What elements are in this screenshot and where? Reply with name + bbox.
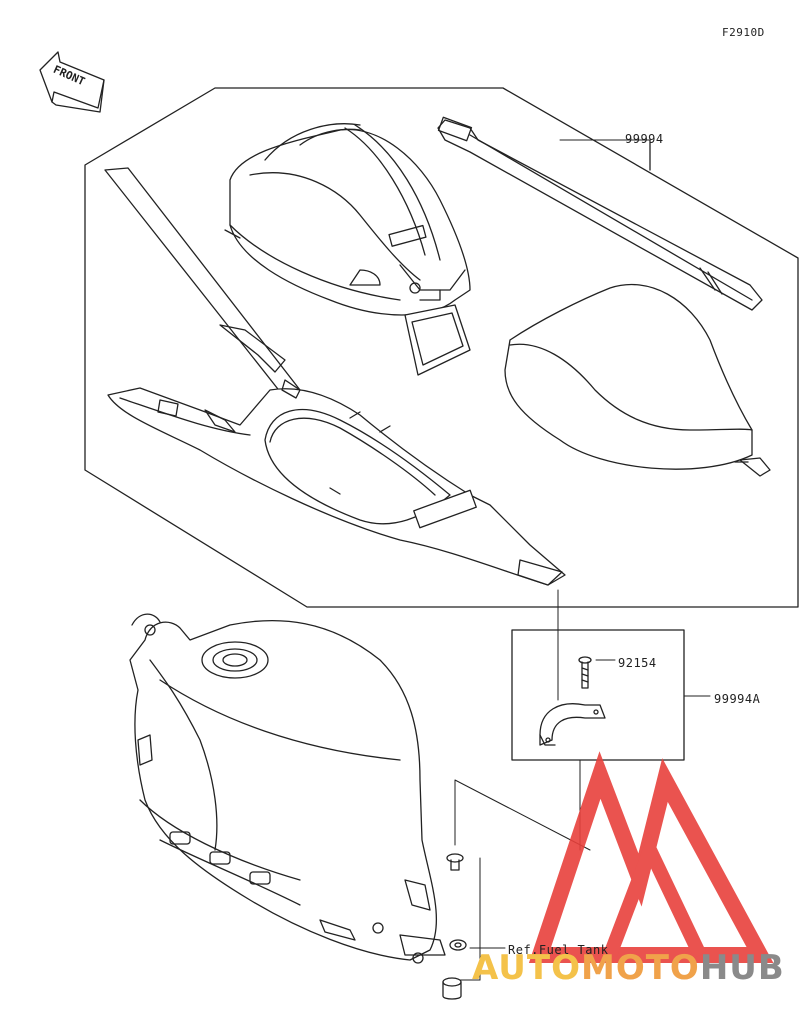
grommet-top [446, 853, 464, 871]
part-number-bolt: 92154 [618, 656, 657, 670]
bracket-kit-boundary [511, 629, 685, 761]
part-number-main-kit: 99994 [625, 132, 664, 146]
grommet-middle [449, 939, 467, 951]
diagram-code: F2910D [722, 26, 765, 39]
part-number-bracket-kit: 99994A [714, 692, 761, 706]
fuel-tank [129, 613, 446, 964]
watermark-part2: MOTO [580, 948, 700, 988]
front-arrow-icon: FRONT [39, 51, 105, 113]
reference-fuel-tank: Ref.Fuel Tank [508, 943, 609, 957]
tank-bag [224, 123, 471, 376]
damper-rubber [442, 977, 462, 1000]
bracket [539, 703, 606, 746]
seat-cover [504, 283, 771, 477]
watermark-part3: HUB [699, 948, 785, 988]
long-strap [437, 116, 763, 311]
kit-boundary [84, 87, 799, 608]
watermark-text: AUTOMOTOHUB [472, 948, 785, 988]
tank-harness [104, 167, 566, 586]
watermark-part1: AUTO [472, 948, 581, 988]
watermark-logo-icon [528, 751, 774, 963]
bolt-icon [578, 656, 592, 689]
